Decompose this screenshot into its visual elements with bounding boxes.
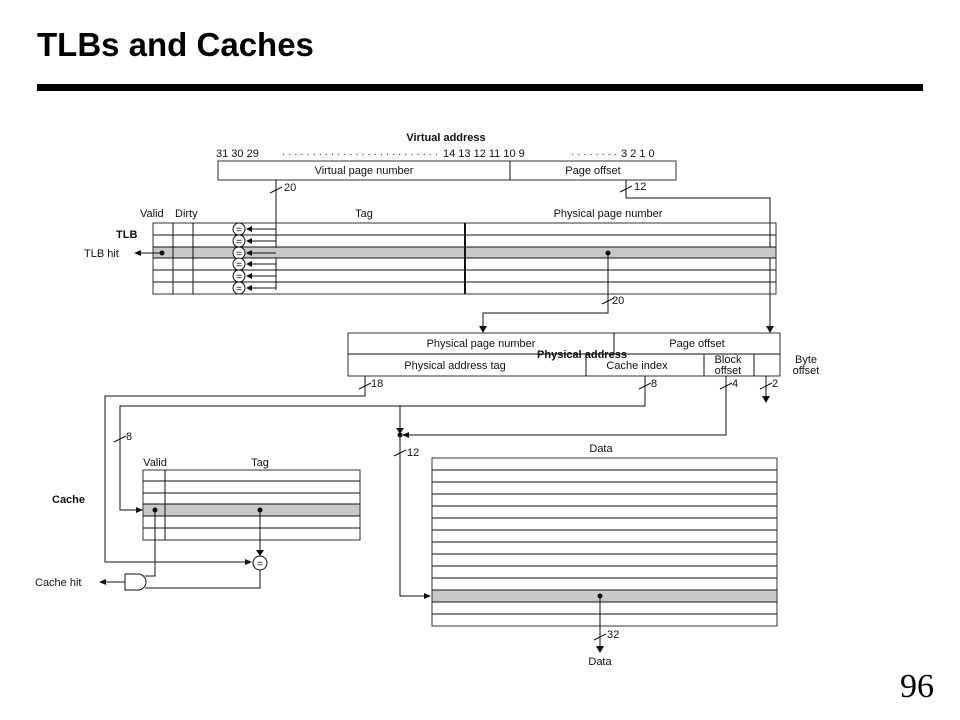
tlb-col-dirty: Dirty (175, 208, 198, 220)
index-route: 8 8 (113, 376, 657, 513)
block-offset-route: 4 (397, 376, 738, 438)
tag-width-slash (358, 382, 372, 390)
data-width-slash (593, 633, 607, 641)
cache-col-data: Data (589, 443, 613, 455)
tlb-hit-label: TLB hit (84, 248, 119, 260)
byte-width-slash (759, 382, 773, 390)
cache-data-array: Data (431, 443, 778, 627)
data-select-width-slash (393, 449, 407, 457)
slide-title: TLBs and Caches (37, 26, 314, 63)
physical-address-tag-label: Physical address tag (404, 360, 506, 372)
byte-offset-label-1: Byte (795, 354, 817, 366)
data-select-route: 12 (393, 435, 431, 599)
vpn-width-label: 20 (284, 182, 296, 194)
physical-address-block: Physical page number Page offset Physica… (347, 332, 820, 377)
physical-page-offset-label: Page offset (669, 338, 724, 350)
page-offset-route: 12 (619, 180, 774, 333)
svg-text:=: = (236, 249, 242, 260)
tlb-col-tag: Tag (355, 208, 373, 220)
virtual-address-dots-low: · · · · · · · · (571, 149, 617, 160)
cache-index-label: Cache index (606, 360, 668, 372)
tlb-label: TLB (116, 229, 137, 241)
tlb-col-valid: Valid (140, 208, 164, 220)
data-out-label: Data (588, 656, 612, 668)
tlb-ppn-route: 20 (479, 250, 624, 333)
data-select-width-label: 12 (407, 447, 419, 459)
block-offset-label-2: offset (715, 365, 742, 377)
cache-hit-row-highlight (143, 504, 360, 516)
index-width-slash (638, 382, 652, 390)
index-width-slash-left (113, 435, 127, 443)
index-width-label: 8 (651, 378, 657, 390)
cache-hit-logic: = Cache hit (35, 507, 268, 591)
tlb-hit-output: TLB hit (84, 248, 165, 260)
block-width-label: 4 (732, 378, 738, 390)
svg-text:=: = (236, 225, 242, 236)
data-width-label: 32 (607, 629, 619, 641)
data-output: 32 Data (588, 593, 619, 668)
virtual-address-bits-mid: 14 13 12 11 10 9 (443, 148, 525, 160)
virtual-address-block: Virtual address 31 30 29 · · · · · · · ·… (216, 132, 677, 181)
ppn-width-label: 20 (612, 295, 624, 307)
page-offset-label: Page offset (565, 165, 620, 177)
offset-width-label: 12 (634, 181, 646, 193)
tag-width-label: 18 (371, 378, 383, 390)
offset-width-slash (619, 185, 633, 193)
page-number: 96 (900, 668, 934, 705)
vpn-width-slash (269, 186, 283, 194)
tag-route: 18 (104, 376, 383, 565)
tlb-table: Valid Dirty Tag Physical page number TLB… (84, 208, 777, 295)
cache-tag-frame (142, 469, 361, 541)
physical-page-number-label: Physical page number (427, 338, 536, 350)
ppn-width-slash (601, 297, 615, 305)
virtual-address-bits-high: 31 30 29 (216, 148, 259, 160)
block-offset-label-1: Block (715, 354, 742, 366)
virtual-page-number-label: Virtual page number (315, 165, 414, 177)
virtual-address-register (217, 160, 677, 181)
cache-col-tag: Tag (251, 457, 269, 469)
virtual-address-heading: Virtual address (406, 132, 485, 144)
svg-text:=: = (236, 284, 242, 295)
index-width-label-left: 8 (126, 431, 132, 443)
byte-width-label: 2 (772, 378, 778, 390)
physical-address-heading: Physical address (537, 349, 627, 361)
data-row-lines (432, 469, 777, 615)
tlb-col-ppn: Physical page number (554, 208, 663, 220)
virtual-address-dots-mid: · · · · · · · · · · · · · · · · · · · · … (282, 149, 438, 160)
svg-text:=: = (236, 272, 242, 283)
svg-text:=: = (257, 559, 263, 570)
cache-hit-label: Cache hit (35, 577, 81, 589)
svg-text:=: = (236, 237, 242, 248)
cache-tag-array: Valid Tag Cache (52, 457, 361, 541)
block-width-slash (719, 382, 733, 390)
virtual-address-bits-low: 3 2 1 0 (621, 148, 655, 160)
tlb-comparators: = = = = = = (232, 222, 276, 295)
byte-offset-label-2: offset (793, 365, 820, 377)
title-rule (37, 84, 923, 91)
and-gate (124, 573, 147, 591)
byte-offset-route: 2 (759, 376, 778, 403)
data-hit-row-highlight (432, 590, 777, 602)
cache-col-valid: Valid (143, 457, 167, 469)
svg-text:=: = (236, 260, 242, 271)
cache-label: Cache (52, 494, 85, 506)
